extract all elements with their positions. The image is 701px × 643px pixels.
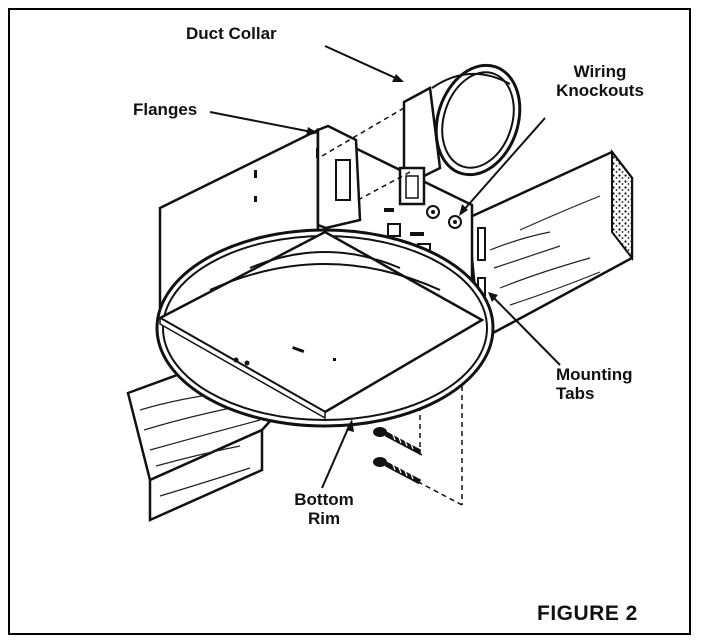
wiring-knockouts-leader <box>461 117 546 213</box>
flange-tab <box>316 124 362 230</box>
label-mounting-tabs: Mounting Tabs <box>556 365 632 403</box>
label-bottom-rim-line1: Bottom <box>294 490 354 509</box>
mounting-screws <box>373 427 422 485</box>
label-mounting-tabs-line1: Mounting <box>556 365 633 384</box>
screw-lower <box>373 457 422 485</box>
label-flanges: Flanges <box>133 100 198 119</box>
screw-upper <box>373 427 422 455</box>
label-wiring-knockouts: Wiring Knockouts <box>540 62 660 100</box>
label-duct-collar: Duct Collar <box>186 24 277 43</box>
label-mounting-tabs-line2: Tabs <box>556 384 595 403</box>
duct-collar-leader <box>324 45 401 81</box>
rear-joist <box>466 149 634 342</box>
flanges-leader <box>209 111 313 133</box>
bottom-rim <box>155 228 495 428</box>
leader-arrows <box>209 45 561 489</box>
figure-caption: FIGURE 2 <box>537 602 638 625</box>
duct-collar <box>398 63 522 206</box>
label-bottom-rim: Bottom Rim <box>284 490 364 528</box>
mounting-tabs-leader <box>491 295 561 366</box>
label-wiring-knockouts-line1: Wiring <box>573 62 627 81</box>
label-wiring-knockouts-line2: Knockouts <box>556 81 644 100</box>
label-bottom-rim-line2: Rim <box>307 509 341 528</box>
bottom-rim-leader <box>321 423 351 489</box>
